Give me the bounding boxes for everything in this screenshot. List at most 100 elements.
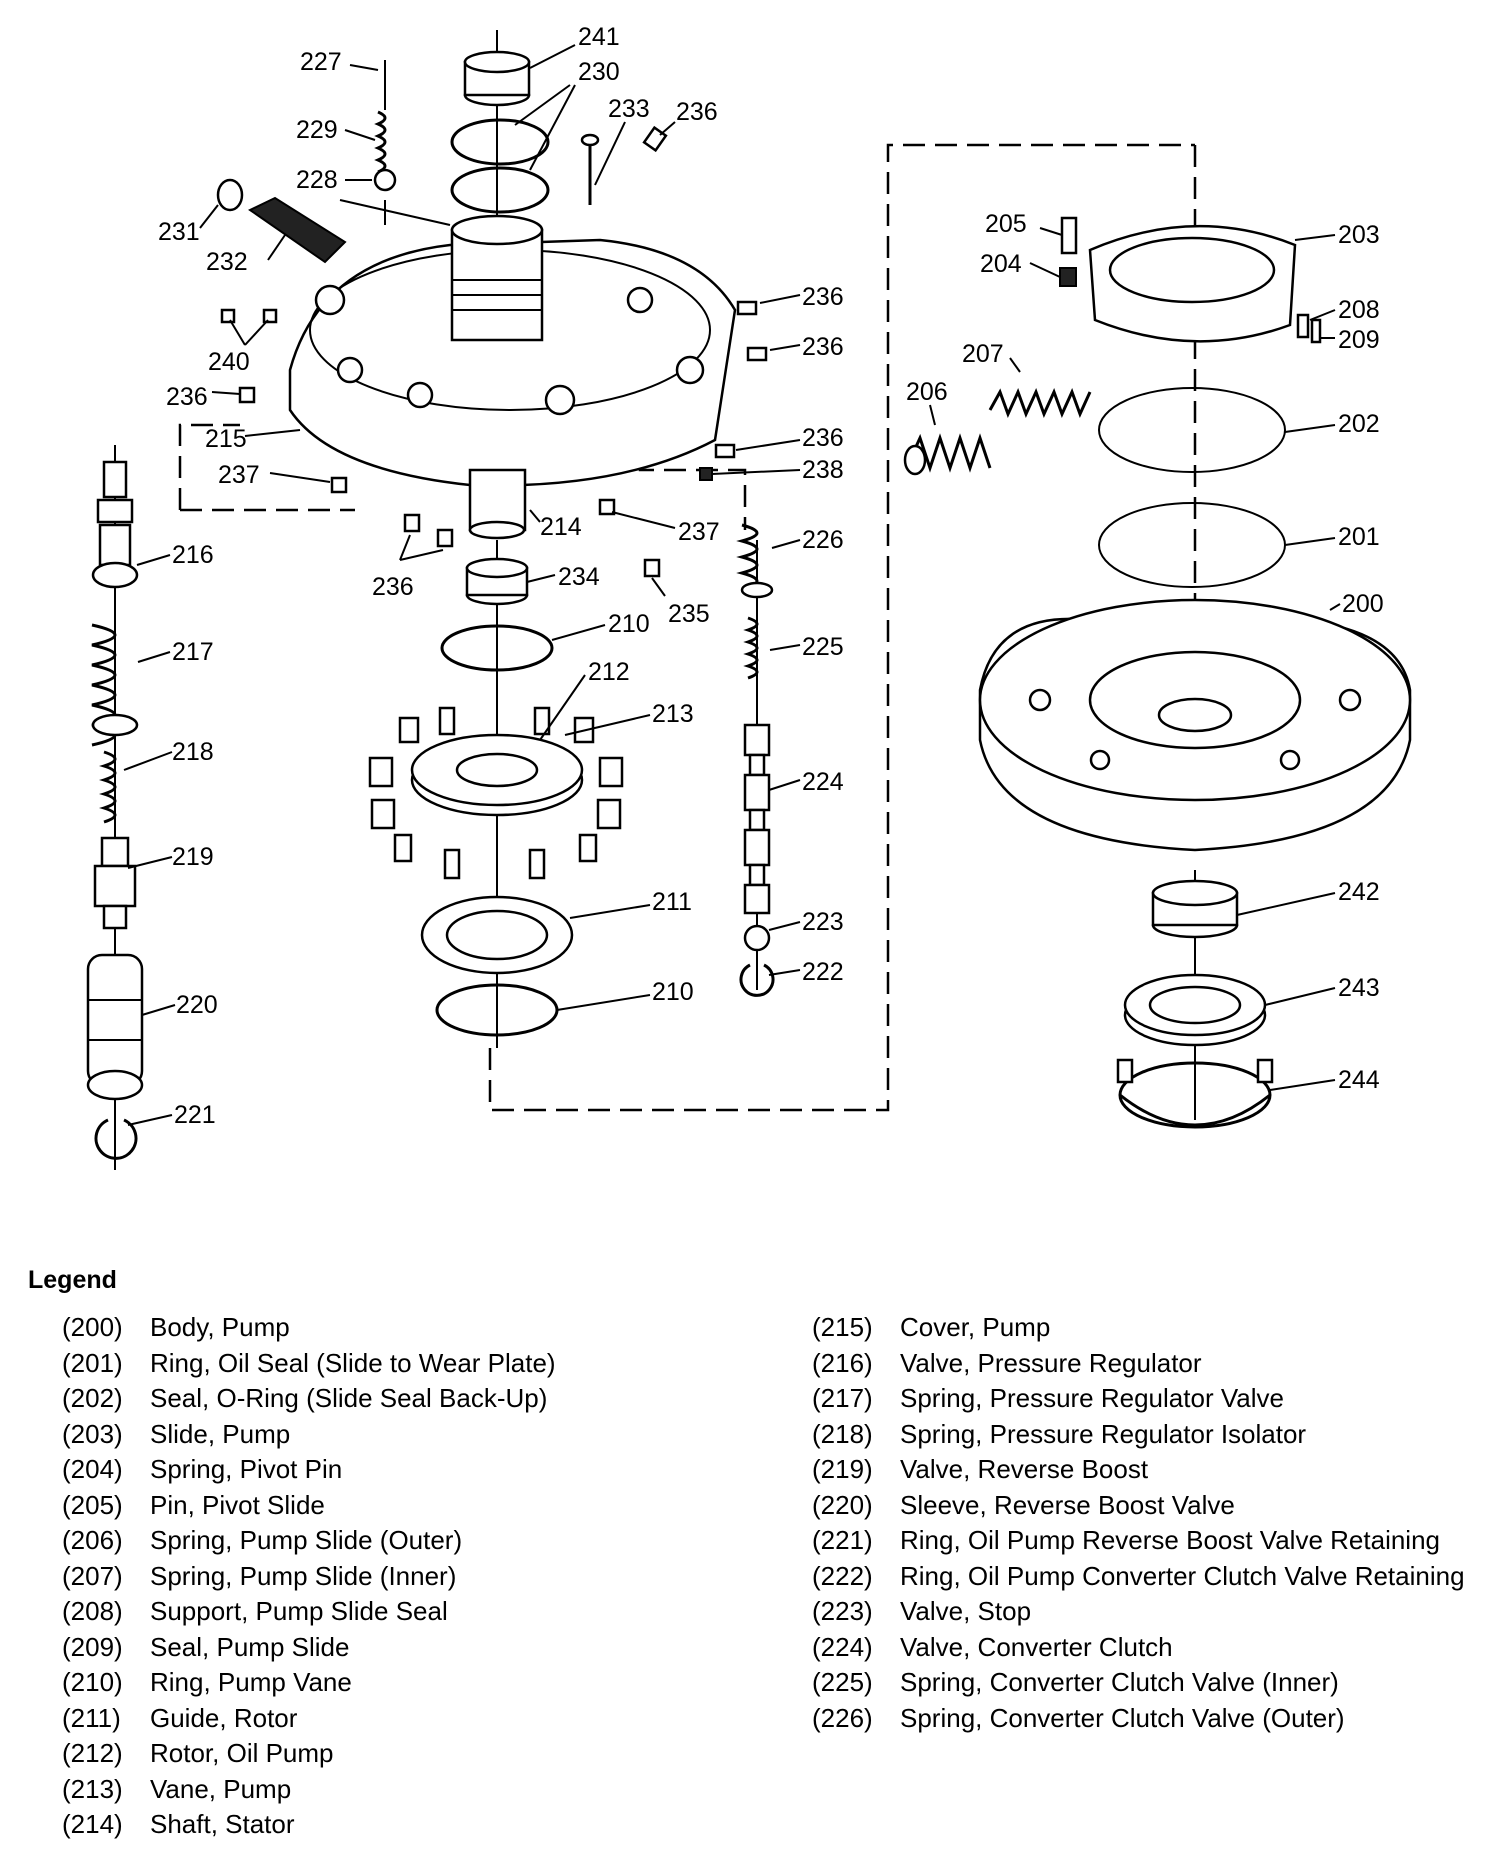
part-221-retaining-ring: [94, 1118, 138, 1160]
legend-part-number: (205): [62, 1489, 123, 1520]
legend-part-number: (215): [812, 1312, 873, 1342]
legend-row: (222)Ring, Oil Pump Converter Clutch Val…: [812, 1559, 1492, 1595]
legend-part-description: Spring, Pivot Pin: [150, 1454, 343, 1484]
callout-235: 235: [668, 600, 710, 628]
legend-part-number: (226): [812, 1702, 873, 1733]
callout-219: 219: [172, 843, 214, 871]
callout-222: 222: [802, 958, 844, 986]
part-244-retainer: [1116, 1058, 1274, 1129]
part-210-ring-top: [440, 624, 554, 672]
part-227-229-spring-pin: [216, 60, 397, 212]
callout-236-r3: 236: [802, 424, 844, 452]
legend-part-number: (224): [812, 1631, 873, 1662]
legend-row: (224) Valve, Converter Clutch: [812, 1630, 1492, 1666]
part-230-seal-rings: [450, 118, 550, 214]
part-205-pivot-pin: [1060, 216, 1078, 255]
legend-row: (209)Seal, Pump Slide: [62, 1630, 762, 1666]
callout-236-r1: 236: [802, 283, 844, 311]
callout-224: 224: [802, 768, 844, 796]
legend-part-description: Rotor, Oil Pump: [150, 1738, 334, 1768]
callout-206: 206: [906, 378, 948, 406]
legend-part-number: (211): [62, 1702, 121, 1733]
legend-part-number: (207): [62, 1560, 123, 1591]
legend-part-number: (208): [62, 1596, 123, 1626]
legend-part-description: Shaft, Stator: [150, 1809, 295, 1839]
exploded-pump-diagram: 241 230 233 236 227 229 228 231 232 240 …: [86, 23, 1412, 1170]
legend-row: (217)Spring, Pressure Regulator Valve: [812, 1381, 1492, 1417]
legend-part-number: (220): [812, 1489, 873, 1520]
legend-part-description: Valve, Converter Clutch: [900, 1631, 1173, 1662]
part-206-outer-spring: [903, 433, 992, 476]
part-201-oil-seal-ring: [1098, 502, 1286, 588]
callout-229: 229: [296, 116, 338, 144]
callout-231: 231: [158, 218, 200, 246]
callout-226: 226: [802, 526, 844, 554]
legend-part-description: Body, Pump: [150, 1312, 290, 1342]
callout-230: 230: [578, 58, 620, 86]
legend-part-number: (218): [812, 1418, 873, 1449]
callout-228: 228: [296, 166, 338, 194]
callout-210-bottom: 210: [652, 978, 694, 1006]
legend-row: (211)Guide, Rotor: [62, 1701, 762, 1737]
legend-right-column: (215)Cover, Pump(216)Valve, Pressure Reg…: [812, 1310, 1492, 1736]
legend-row: (208)Support, Pump Slide Seal: [62, 1594, 762, 1630]
callout-213: 213: [652, 700, 694, 728]
callout-200: 200: [1342, 590, 1384, 618]
legend-part-description: Valve, Stop: [900, 1596, 1032, 1626]
legend-part-description: Seal, O-Ring (Slide Seal Back-Up): [150, 1383, 548, 1413]
legend-part-description: Spring, Pump Slide (Inner): [150, 1560, 457, 1591]
legend-part-description: Valve, Reverse Boost: [900, 1454, 1149, 1484]
part-200-pump-body: [978, 598, 1412, 852]
callout-244: 244: [1338, 1066, 1380, 1094]
legend-row: (210)Ring, Pump Vane: [62, 1665, 762, 1701]
part-226-spring: [736, 523, 774, 599]
callout-210-top: 210: [608, 610, 650, 638]
legend-row: (200) Body, Pump: [62, 1310, 762, 1346]
callout-232: 232: [206, 248, 248, 276]
legend-part-number: (206): [62, 1525, 123, 1555]
legend-part-description: Pin, Pivot Slide: [150, 1489, 325, 1520]
legend-part-number: (225): [812, 1667, 873, 1697]
legend-part-number: (216): [812, 1347, 873, 1378]
legend-part-number: (213): [62, 1773, 123, 1804]
legend-part-description: Spring, Pressure Regulator Isolator: [900, 1418, 1307, 1449]
callout-203: 203: [1338, 221, 1380, 249]
part-234-bushing: [465, 557, 529, 606]
callout-234: 234: [558, 563, 600, 591]
callout-242: 242: [1338, 878, 1380, 906]
callout-218: 218: [172, 738, 214, 766]
legend-part-number: (200): [62, 1312, 123, 1342]
legend-row: (223)Valve, Stop: [812, 1594, 1492, 1630]
callout-215: 215: [205, 425, 247, 453]
legend-row: (212)Rotor, Oil Pump: [62, 1736, 762, 1772]
legend-part-number: (219): [812, 1454, 873, 1484]
legend-part-number: (203): [62, 1418, 123, 1449]
part-202-o-ring: [1098, 387, 1286, 473]
legend-part-description: Sleeve, Reverse Boost Valve: [900, 1489, 1235, 1520]
part-225-spring: [743, 616, 759, 680]
callout-207: 207: [962, 340, 1004, 368]
part-203-pump-slide: [1088, 224, 1297, 343]
part-223-stop-valve: [743, 924, 771, 952]
callout-240: 240: [208, 348, 250, 376]
legend-part-description: Spring, Converter Clutch Valve (Inner): [900, 1667, 1339, 1697]
callout-236-bottom: 236: [372, 573, 414, 601]
callout-202: 202: [1338, 410, 1380, 438]
part-220-sleeve: [86, 953, 144, 1101]
legend-row: (219) Valve, Reverse Boost: [812, 1452, 1492, 1488]
part-211-rotor-guide: [420, 895, 574, 975]
callout-223: 223: [802, 908, 844, 936]
callout-212: 212: [588, 658, 630, 686]
legend-row: (206) Spring, Pump Slide (Outer): [62, 1523, 762, 1559]
legend-part-number: (202): [62, 1383, 123, 1413]
legend-row: (205) Pin, Pivot Slide: [62, 1488, 762, 1524]
leader-lines: [123, 44, 1341, 1126]
legend-part-description: Cover, Pump: [900, 1312, 1051, 1342]
legend-part-description: Seal, Pump Slide: [150, 1631, 350, 1662]
legend-part-description: Spring, Pump Slide (Outer): [150, 1525, 463, 1555]
plugs-236-240-237-238: [220, 125, 768, 578]
legend-row: (204)Spring, Pivot Pin: [62, 1452, 762, 1488]
part-204-spring: [1059, 267, 1077, 287]
legend-part-number: (221): [812, 1525, 873, 1555]
callout-238: 238: [802, 456, 844, 484]
